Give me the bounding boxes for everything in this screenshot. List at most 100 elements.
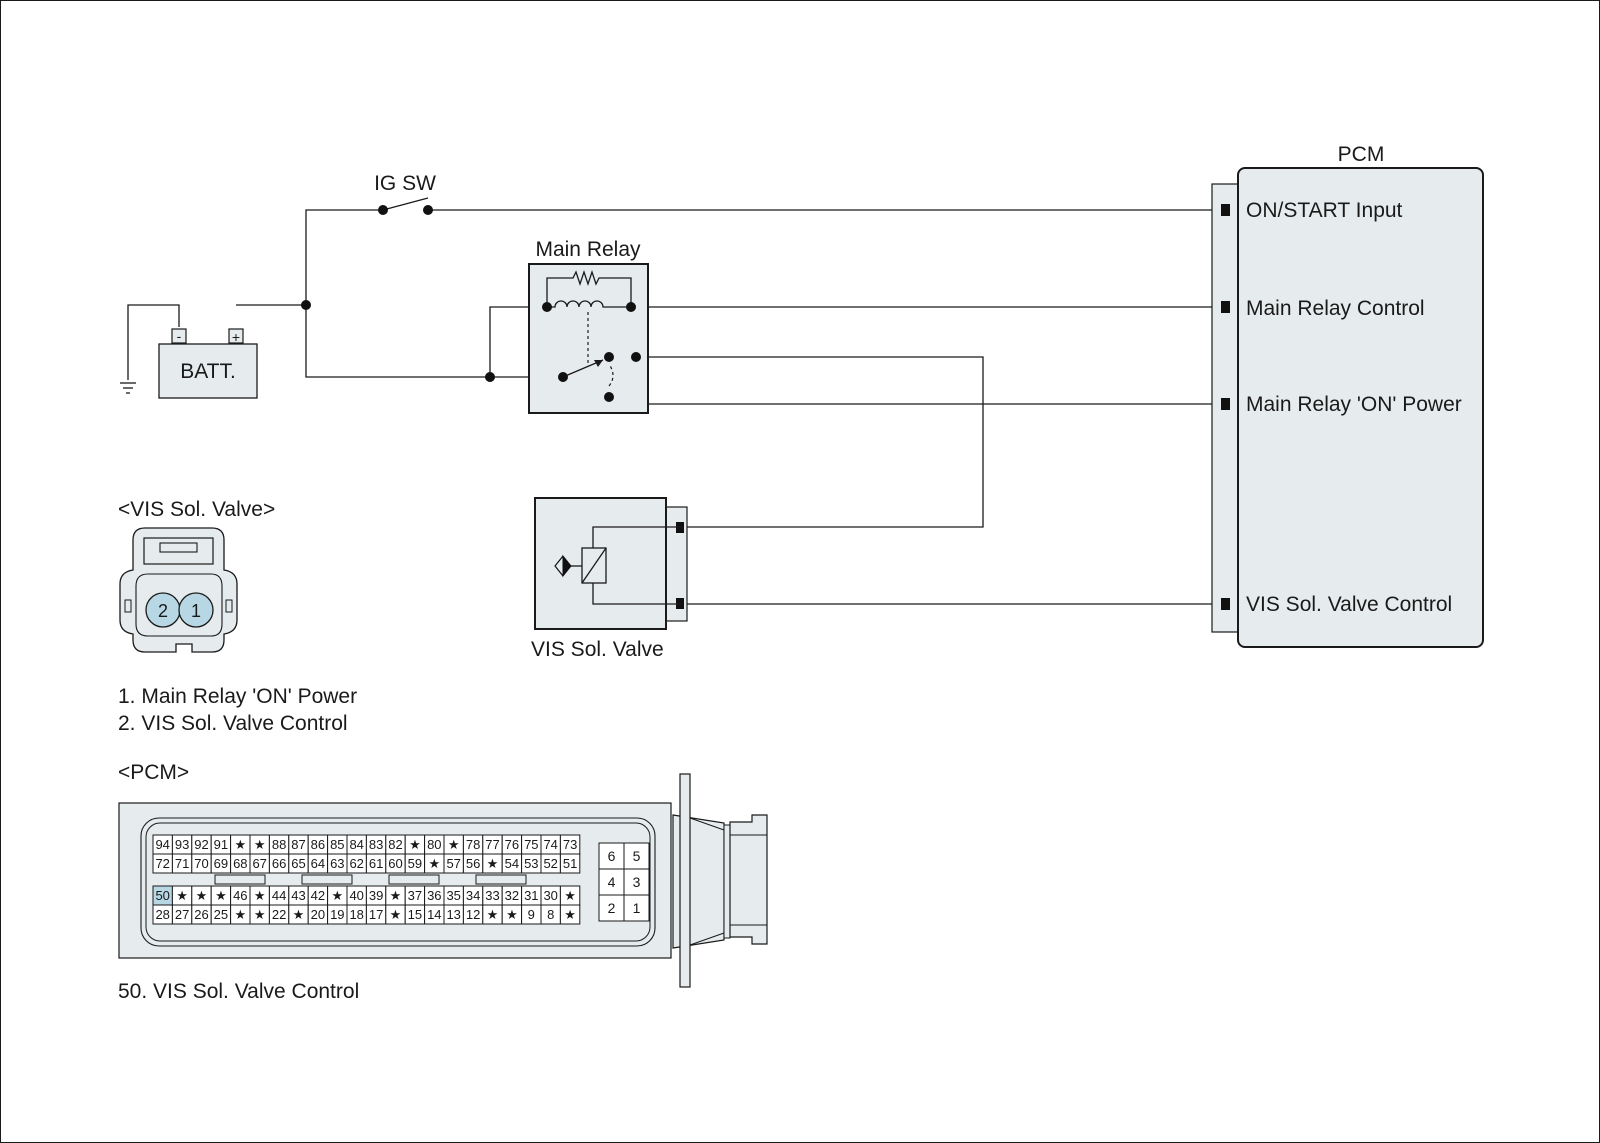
pcm-pin-label: ★ (176, 888, 188, 903)
pcm-pin-label: 43 (291, 888, 305, 903)
pcm-pin-label: 15 (408, 907, 422, 922)
pcm-pin-label: 82 (388, 837, 402, 852)
pcm-pin-label: 9 (528, 907, 535, 922)
pcm-pin-label: 57 (446, 856, 460, 871)
vis-connector-legend-1: 1. Main Relay 'ON' Power (118, 685, 357, 708)
pcm-connector-heading: <PCM> (118, 761, 189, 784)
pcm-pin-label: 75 (524, 837, 538, 852)
pcm-pin-label: 40 (349, 888, 363, 903)
pcm-pin-label: 22 (272, 907, 286, 922)
pcm-pin-label: 61 (369, 856, 383, 871)
pcm-pin-label: 71 (175, 856, 189, 871)
wires (127, 209, 1220, 605)
pcm-pin-label: ★ (564, 907, 576, 922)
pcm-pin-label: ★ (234, 837, 246, 852)
pcm-pin-label: 19 (330, 907, 344, 922)
pcm-pin-label: 25 (214, 907, 228, 922)
pcm-pin-label: ★ (215, 888, 227, 903)
battery: - + BATT. (158, 328, 258, 399)
pcm-pin-label: 46 (233, 888, 247, 903)
pcm-pin-label: 44 (272, 888, 286, 903)
pcm-pin-label: ★ (506, 907, 518, 922)
pcm-pin-label: ★ (390, 888, 402, 903)
pcm-module: PCM ON/START Input Main Relay Control Ma… (1211, 143, 1484, 648)
pcm-pin-label: 20 (311, 907, 325, 922)
pcm-pin-label: 31 (524, 888, 538, 903)
pcm-pin-label: 14 (427, 907, 441, 922)
battery-minus-label: - (177, 328, 182, 344)
pcm-pin-label: 18 (349, 907, 363, 922)
vis-connector-pin-1 (178, 592, 214, 628)
pcm-pin-label: 32 (505, 888, 519, 903)
pcm-pin-label: 94 (155, 837, 169, 852)
vis-connector-heading: <VIS Sol. Valve> (118, 498, 275, 521)
pcm-pin-label: 76 (505, 837, 519, 852)
pcm-pin-label: 92 (194, 837, 208, 852)
ig-sw-label: IG SW (374, 172, 436, 195)
pcm-pin-label: 35 (446, 888, 460, 903)
pcm-terminal-main-relay-control: Main Relay Control (1246, 297, 1425, 320)
battery-plus-label: + (232, 329, 240, 345)
pcm-side-pin-label: 2 (608, 900, 616, 916)
pcm-title: PCM (1338, 143, 1385, 166)
svg-text:1: 1 (191, 601, 201, 621)
pcm-pin-label: ★ (254, 837, 266, 852)
pcm-pin-label: ★ (390, 907, 402, 922)
pcm-side-pin-cell (623, 842, 650, 870)
pcm-pin-label: 60 (388, 856, 402, 871)
pcm-pin-label: ★ (234, 907, 246, 922)
pcm-pin-label: 42 (311, 888, 325, 903)
pcm-side-pin-cell (598, 868, 625, 896)
pcm-pin-label: 56 (466, 856, 480, 871)
pcm-pin-label: 72 (155, 856, 169, 871)
pcm-pin-label: 26 (194, 907, 208, 922)
pcm-pin-label: 30 (543, 888, 557, 903)
pcm-pin-label: 17 (369, 907, 383, 922)
pcm-pin-label: 54 (505, 856, 519, 871)
pcm-pin-label: 77 (485, 837, 499, 852)
pcm-side-pin-cell (598, 894, 625, 922)
pcm-pin-label: ★ (293, 907, 305, 922)
pcm-pin-label: 65 (291, 856, 305, 871)
ignition-switch: IG SW (374, 172, 436, 215)
pcm-terminal-vis-valve-control: VIS Sol. Valve Control (1246, 593, 1452, 616)
pcm-pin-label: 51 (563, 856, 577, 871)
pcm-side-pin-label: 4 (608, 874, 616, 890)
pcm-pin-label: 80 (427, 837, 441, 852)
pcm-pin-label: ★ (428, 856, 440, 871)
pcm-pin-label: ★ (487, 856, 499, 871)
pcm-pin-label: 86 (311, 837, 325, 852)
pcm-pin-label: ★ (409, 837, 421, 852)
pcm-side-pin-cell (623, 868, 650, 896)
pcm-pin-label: ★ (564, 888, 576, 903)
junction-dot (301, 300, 311, 310)
pcm-connector-legend: 50. VIS Sol. Valve Control (118, 980, 359, 1003)
pcm-pin-label: ★ (331, 888, 343, 903)
main-relay: Main Relay (528, 238, 649, 414)
pcm-pin-label: 36 (427, 888, 441, 903)
pcm-pin-label: 37 (408, 888, 422, 903)
pcm-pin-label: 12 (466, 907, 480, 922)
pcm-pin-label: 64 (311, 856, 325, 871)
pcm-pin-label: 87 (291, 837, 305, 852)
pcm-pin-label: 13 (446, 907, 460, 922)
pcm-pin-label: ★ (254, 888, 266, 903)
pcm-side-pin-label: 5 (633, 848, 641, 864)
pcm-pin-label: 27 (175, 907, 189, 922)
pcm-pin-label: 63 (330, 856, 344, 871)
main-relay-label: Main Relay (535, 238, 641, 261)
svg-text:2: 2 (158, 601, 168, 621)
pcm-pin-cell (559, 904, 581, 925)
battery-label: BATT. (180, 360, 236, 383)
pcm-pin-label: 8 (547, 907, 554, 922)
pcm-pin-label: 50 (155, 888, 169, 903)
pcm-terminal-main-relay-on-power: Main Relay 'ON' Power (1246, 393, 1462, 416)
pcm-pin-label: 70 (194, 856, 208, 871)
vis-connector: <VIS Sol. Valve> 2 1 1. Main Relay 'ON' … (118, 498, 357, 735)
pcm-side-pin-label: 6 (608, 848, 616, 864)
pcm-pin-label: 83 (369, 837, 383, 852)
vis-connector-legend-2: 2. VIS Sol. Valve Control (118, 712, 348, 735)
ground-icon (120, 382, 136, 394)
